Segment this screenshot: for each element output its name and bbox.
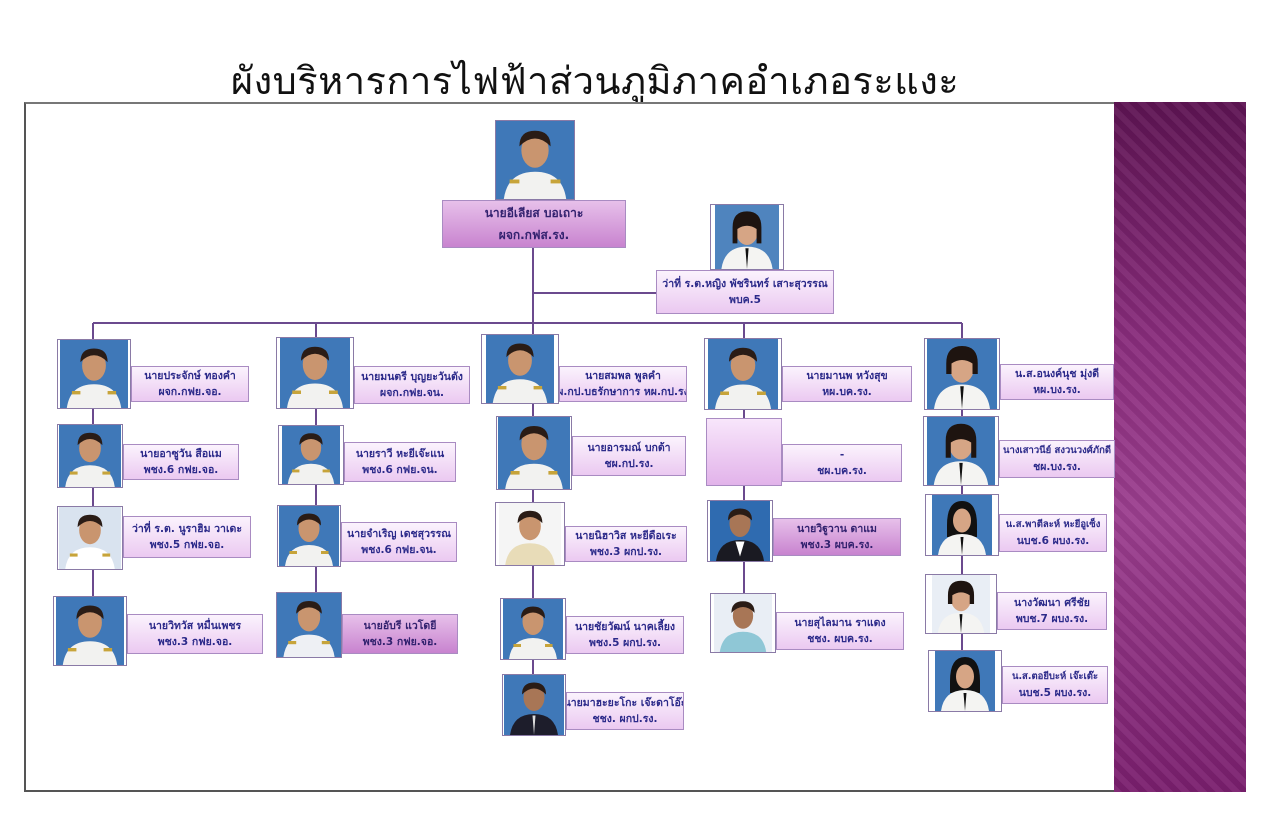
member-photo — [710, 593, 776, 653]
member-photo — [57, 424, 123, 488]
member-name: นางเสาวนีย์ สงวนวงศ์ภักดี — [1002, 445, 1111, 456]
member-photo — [277, 505, 341, 567]
vacant-photo-placeholder — [706, 418, 782, 486]
member-position: พบช.7 ผบง.รง. — [1015, 613, 1089, 625]
member-name: นายจำเริญ เดชสุวรรณ — [347, 528, 451, 540]
member-position: พชง.6 กฟย.จอ. — [143, 464, 219, 476]
member-photo — [925, 494, 999, 556]
secretary-box: ว่าที่ ร.ต.หญิง พัชรินทร์ เสาะสุวรรณ พบค… — [656, 270, 834, 314]
member-box: นางวัฒนา ศรีชัย พบช.7 ผบง.รง. — [997, 592, 1107, 630]
member-box: นายชัยวัฒน์ นาคเลี้ยง พชง.5 ผกป.รง. — [566, 616, 684, 654]
secretary-photo — [710, 204, 784, 270]
member-photo — [502, 674, 566, 736]
member-position: ผ.กป.บธรักษาการ หผ.กป.รง — [559, 386, 687, 398]
member-name: น.ส.ตอยีบะห์ เจ๊ะเต๊ะ — [1011, 671, 1099, 682]
member-photo — [276, 592, 342, 658]
chief-name: นายอีเลียส บอเถาะ — [484, 206, 584, 220]
member-name: นายสุไลมาน ราแดง — [794, 617, 886, 629]
member-name: นายประจักษ์ ทองคำ — [144, 370, 236, 382]
secretary-position: พบค.5 — [729, 294, 761, 306]
member-position: พชง.6 กฟย.จน. — [362, 464, 438, 476]
member-box: นายอาซูวัน สือแม พชง.6 กฟย.จอ. — [123, 444, 239, 480]
member-box: นายราวี หะยีเจ๊ะแน พชง.6 กฟย.จน. — [344, 442, 456, 482]
member-position: ชผ.กป.รง. — [604, 458, 654, 470]
chief-position: ผจก.กฟส.รง. — [498, 228, 570, 242]
member-position: ชชง. ผกป.รง. — [592, 713, 658, 725]
member-photo — [496, 416, 572, 490]
member-position: หผ.บง.รง. — [1033, 384, 1081, 396]
member-photo — [925, 574, 997, 634]
member-name: น.ส.พาตีละห์ หะยีอูเซ็ง — [1005, 519, 1101, 530]
member-name: นายราวี หะยีเจ๊ะแน — [355, 448, 445, 460]
member-box: ว่าที่ ร.ต. นูราฮิม วาเดะ พชง.5 กฟย.จอ. — [123, 516, 251, 558]
member-name: นายมานพ หวังสุข — [806, 370, 888, 382]
member-position: พชง.3 ผกป.รง. — [589, 546, 663, 558]
secretary-name: ว่าที่ ร.ต.หญิง พัชรินทร์ เสาะสุวรรณ — [662, 278, 828, 290]
member-photo — [481, 334, 559, 404]
member-position: ชชง. ผบค.รง. — [807, 633, 873, 645]
member-name: นายนิฮาวิส หะยีดือเระ — [575, 530, 677, 542]
member-position: พชง.3 กฟย.จอ. — [362, 636, 438, 648]
member-position: พชง.6 กฟย.จน. — [361, 544, 437, 556]
chief-photo — [495, 120, 575, 200]
member-position: พชง.5 ผกป.รง. — [588, 637, 662, 649]
member-box: นายอารมณ์ บกต้า ชผ.กป.รง. — [572, 436, 686, 476]
member-box: นายอับรี แวโดยี พชง.3 กฟย.จอ. — [342, 614, 458, 654]
member-name: นายชัยวัฒน์ นาคเลี้ยง — [574, 621, 676, 633]
member-name: นายวิฐูวาน ดาแม — [797, 523, 877, 535]
member-name: นางวัฒนา ศรีชัย — [1014, 597, 1090, 609]
member-name: น.ส.อนงค์นุช มุ่งดี — [1014, 368, 1100, 380]
member-photo — [924, 338, 1000, 410]
chief-box: นายอีเลียส บอเถาะ ผจก.กฟส.รง. — [442, 200, 626, 248]
member-name: นายอับรี แวโดยี — [363, 620, 437, 632]
member-position: พชง.3 ผบค.รง. — [800, 539, 874, 551]
member-box: - ชผ.บค.รง. — [782, 444, 902, 482]
member-position: นบช.6 ผบง.รง. — [1016, 535, 1090, 547]
member-box: นายสุไลมาน ราแดง ชชง. ผบค.รง. — [776, 612, 904, 650]
member-box: นายมานพ หวังสุข หผ.บค.รง. — [782, 366, 912, 402]
member-position: นบช.5 ผบง.รง. — [1018, 687, 1092, 699]
member-box: น.ส.พาตีละห์ หะยีอูเซ็ง นบช.6 ผบง.รง. — [999, 514, 1107, 552]
member-name: นายสมพล พูลคำ — [585, 370, 661, 382]
member-box: น.ส.ตอยีบะห์ เจ๊ะเต๊ะ นบช.5 ผบง.รง. — [1002, 666, 1108, 704]
chart-title: ผังบริหารการไฟฟ้าส่วนภูมิภาคอำเภอระแงะ — [230, 59, 960, 103]
member-photo — [495, 502, 565, 566]
member-name: นายอาซูวัน สือแม — [140, 448, 222, 460]
member-position: ชผ.บง.รง. — [1033, 461, 1081, 473]
member-box: นายมาฮะยะโกะ เจ๊ะดาโอ๊ะ ชชง. ผกป.รง. — [566, 692, 684, 730]
member-box: นายวิทวัส หมื่นเพชร พชง.3 กฟย.จอ. — [127, 614, 263, 654]
member-photo — [53, 596, 127, 666]
member-box: นางเสาวนีย์ สงวนวงศ์ภักดี ชผ.บง.รง. — [999, 440, 1115, 478]
member-box: นายสมพล พูลคำ ผ.กป.บธรักษาการ หผ.กป.รง — [559, 366, 687, 402]
member-photo — [276, 337, 354, 409]
member-box: นายประจักษ์ ทองคำ ผจก.กฟย.จอ. — [131, 366, 249, 402]
member-box: นายวิฐูวาน ดาแม พชง.3 ผบค.รง. — [773, 518, 901, 556]
member-name: - — [839, 449, 845, 461]
member-name: นายมาฮะยะโกะ เจ๊ะดาโอ๊ะ — [566, 697, 684, 709]
member-photo — [928, 650, 1002, 712]
member-position: ผจก.กฟย.จน. — [380, 387, 444, 399]
member-name: ว่าที่ ร.ต. นูราฮิม วาเดะ — [132, 523, 242, 535]
member-photo — [923, 416, 999, 486]
member-photo — [500, 598, 566, 660]
member-name: นายอารมณ์ บกต้า — [587, 442, 671, 454]
decorative-side-panel — [1114, 102, 1246, 792]
member-box: น.ส.อนงค์นุช มุ่งดี หผ.บง.รง. — [1000, 364, 1114, 400]
member-photo — [278, 425, 344, 485]
member-box: นายนิฮาวิส หะยีดือเระ พชง.3 ผกป.รง. — [565, 526, 687, 562]
member-position: ผจก.กฟย.จอ. — [158, 386, 222, 398]
member-photo — [704, 338, 782, 410]
member-name: นายวิทวัส หมื่นเพชร — [148, 620, 242, 632]
member-name: นายมนตรี บุญยะวันตัง — [361, 371, 463, 383]
member-position: พชง.5 กฟย.จอ. — [149, 539, 225, 551]
member-photo — [707, 500, 773, 562]
member-box: นายมนตรี บุญยะวันตัง ผจก.กฟย.จน. — [354, 366, 470, 404]
member-position: หผ.บค.รง. — [822, 386, 872, 398]
member-photo — [57, 339, 131, 409]
member-photo — [57, 506, 123, 570]
member-position: พชง.3 กฟย.จอ. — [157, 636, 233, 648]
member-box: นายจำเริญ เดชสุวรรณ พชง.6 กฟย.จน. — [341, 522, 457, 562]
member-position: ชผ.บค.รง. — [817, 465, 867, 477]
